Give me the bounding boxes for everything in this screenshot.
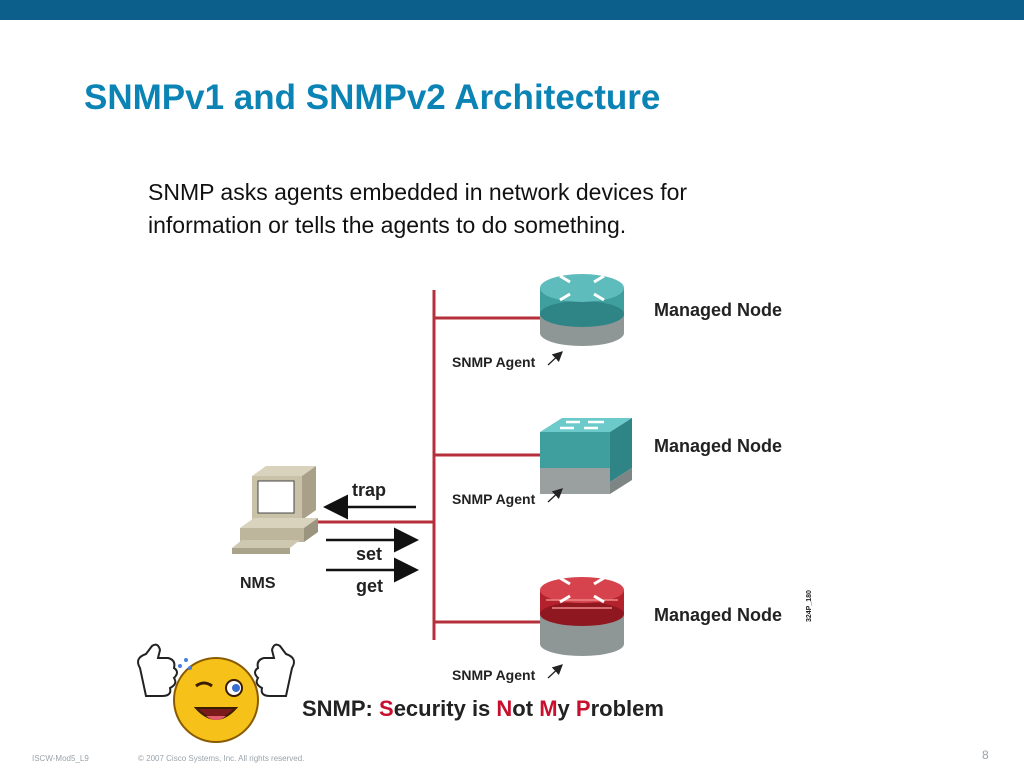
tagline-rest-4: roblem	[590, 696, 664, 721]
tagline-cap-p: P	[575, 696, 591, 721]
snmp-agent-label-1: SNMP Agent	[452, 354, 536, 370]
nms-computer-icon	[232, 466, 318, 554]
top-banner	[0, 0, 1024, 20]
intro-text: SNMP asks agents embedded in network dev…	[148, 176, 687, 242]
footer-course-code: ISCW-Mod5_L9	[32, 754, 89, 763]
nms-label: NMS	[240, 575, 276, 592]
switch-icon	[540, 418, 632, 494]
network-bus	[316, 290, 540, 640]
agent-arrow-2	[547, 488, 563, 503]
figure-code: 324P_180	[806, 590, 813, 622]
set-label: set	[356, 544, 382, 564]
managed-node-label-2: Managed Node	[654, 436, 782, 456]
intro-line-1: SNMP asks agents embedded in network dev…	[148, 179, 688, 205]
tagline-rest-3: y	[557, 696, 576, 721]
tagline-prefix: SNMP:	[302, 696, 379, 721]
tagline: SNMP: Security is Not My Problem	[302, 696, 664, 722]
page-number: 8	[982, 748, 989, 762]
tagline-rest-1: ecurity is	[393, 696, 497, 721]
tagline-rest-2: ot	[512, 696, 540, 721]
intro-line-2: information or tells the agents to do so…	[148, 212, 627, 238]
snmp-agent-label-3: SNMP Agent	[452, 667, 536, 683]
firewall-router-icon	[540, 576, 624, 656]
snmp-agent-label-2: SNMP Agent	[452, 491, 536, 507]
managed-node-label-3: Managed Node	[654, 605, 782, 625]
get-label: get	[356, 576, 383, 596]
trap-label: trap	[352, 480, 386, 500]
managed-node-label-1: Managed Node	[654, 300, 782, 320]
winking-smiley-icon	[137, 643, 295, 743]
slide-title: SNMPv1 and SNMPv2 Architecture	[84, 78, 661, 117]
tagline-cap-s: S	[379, 696, 394, 721]
tagline-cap-m: M	[539, 696, 558, 721]
footer-copyright: © 2007 Cisco Systems, Inc. All rights re…	[138, 754, 305, 763]
agent-arrow-3	[547, 664, 563, 679]
router-icon	[540, 274, 624, 346]
agent-arrow-1	[547, 351, 563, 366]
tagline-cap-n: N	[496, 696, 513, 721]
